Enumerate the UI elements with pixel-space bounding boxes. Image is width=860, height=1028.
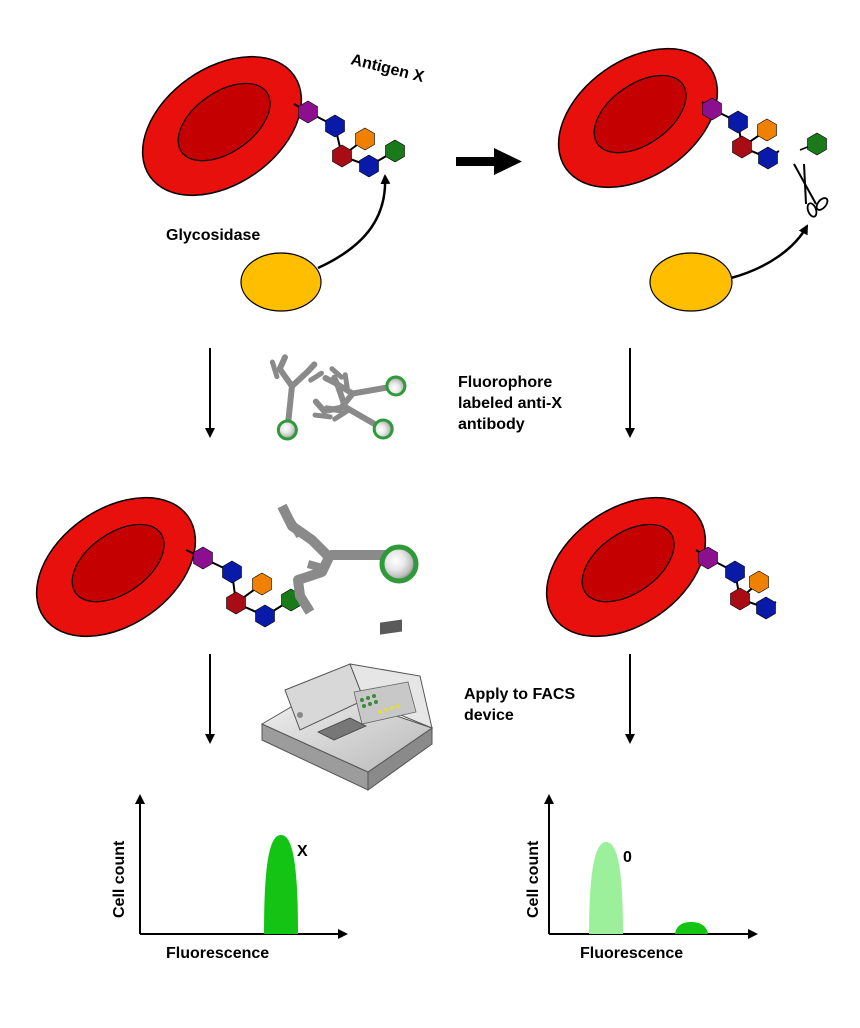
free-antibodies [265,356,409,452]
top-right-antigen-chain [701,97,827,170]
right-peak-pale [589,842,623,934]
middle-right-antigen-chain [695,546,777,620]
middle-left-cell [9,468,223,666]
scissors-icon [793,163,829,218]
middle-right-cell [519,468,733,666]
facs-label-line2: device [464,707,514,724]
right-xlabel: Fluorescence [580,945,683,962]
glycosidase-enzyme-right [649,252,733,312]
left-ylabel: Cell count [111,840,128,918]
antibody-label-line1: Fluorophore [458,374,552,391]
left-histogram: X Cell count Fluorescence [111,794,348,962]
top-left-cell [115,27,329,225]
enzyme-attack-arrow [317,174,391,270]
right-histogram: 0 Cell count Fluorescence [525,794,758,962]
left-peak [264,835,298,934]
middle-left-antigen-chain [185,546,301,628]
transition-arrow [456,148,522,175]
antibody-label-line3: antibody [458,416,525,433]
right-ylabel: Cell count [525,840,542,918]
left-peak-label: X [297,843,308,860]
enzyme-cut-arrow [730,224,809,280]
glycosidase-label: Glycosidase [166,227,260,244]
right-peak-small [675,922,708,934]
facs-label-line1: Apply to FACS [464,686,575,703]
glycosidase-enzyme [240,252,322,312]
top-left-antigen-chain [293,100,405,178]
bound-antibody [277,503,419,615]
facs-machine-icon [260,619,434,791]
left-xlabel: Fluorescence [166,945,269,962]
right-peak-label: 0 [623,849,632,866]
antigen-label: Antigen X [349,51,426,86]
antibody-label-line2: labeled anti-X [458,395,562,412]
